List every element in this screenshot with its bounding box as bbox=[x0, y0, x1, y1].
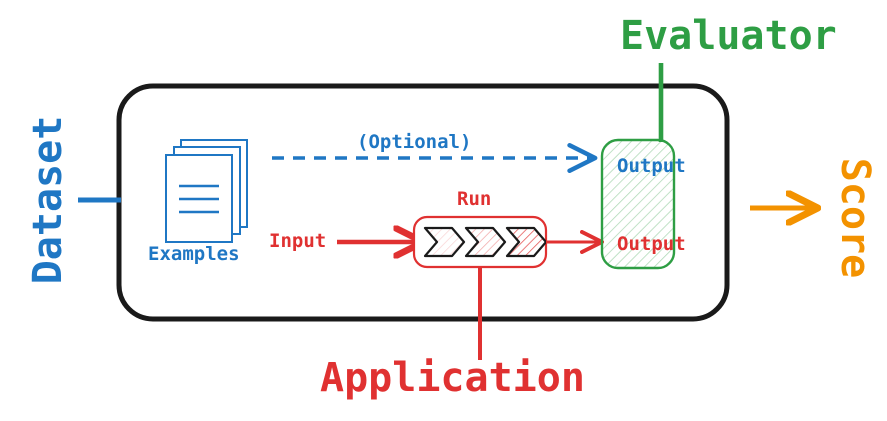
application-label: Application bbox=[320, 355, 585, 401]
dataset-label: Dataset bbox=[25, 115, 71, 285]
optional-label: (Optional) bbox=[357, 131, 472, 153]
evaluator-output-box bbox=[600, 138, 676, 270]
run-box bbox=[412, 215, 548, 269]
reference-output-label: Output bbox=[617, 155, 686, 177]
stacked-documents-icon bbox=[165, 139, 248, 243]
examples-label: Examples bbox=[148, 243, 240, 265]
three-chevrons-icon bbox=[423, 226, 548, 258]
evaluator-label: Evaluator bbox=[620, 13, 837, 59]
predicted-output-label: Output bbox=[617, 233, 686, 255]
score-label: Score bbox=[832, 157, 878, 279]
run-label: Run bbox=[457, 188, 492, 210]
input-label: Input bbox=[269, 230, 327, 252]
